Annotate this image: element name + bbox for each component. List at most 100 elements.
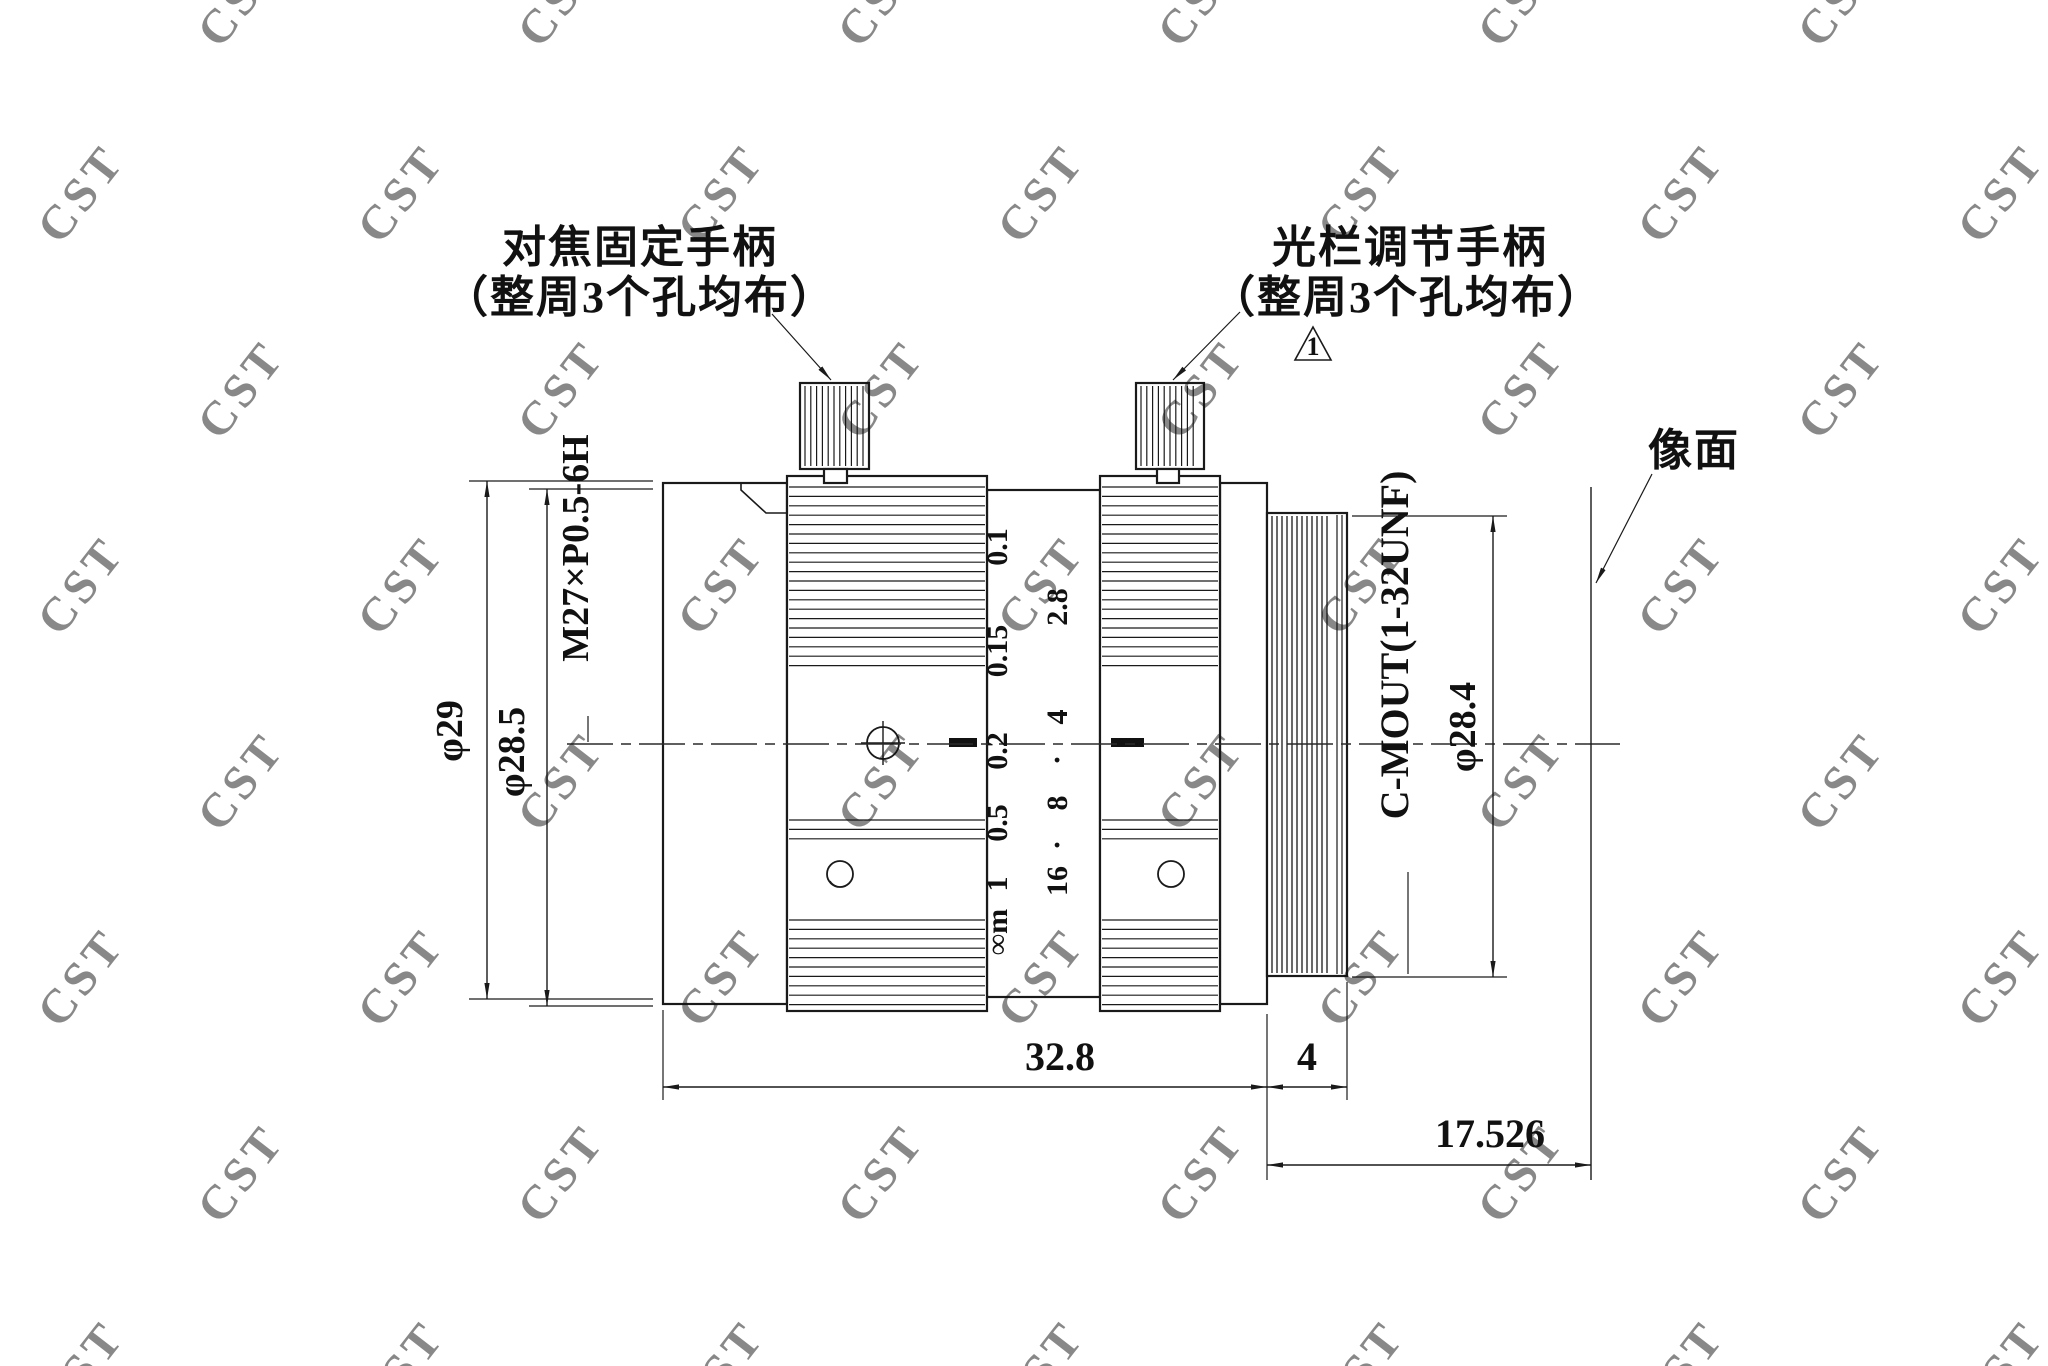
aperture-knob-stem: [1155, 467, 1181, 485]
callout-front-thread: M27×P0.5-6H: [555, 434, 597, 742]
image-plane-label: 像面: [1595, 426, 1740, 584]
watermark-text: CST: [1467, 331, 1575, 449]
body-length-text: 32.8: [1025, 1034, 1095, 1079]
aperture-scale-0: 2.8: [1041, 588, 1074, 626]
aperture-handle-label-line1: 光栏调节手柄: [1272, 223, 1548, 272]
focus-handle-label-line1: 对焦固定手柄: [502, 223, 778, 272]
focus-handle-label: 对焦固定手柄 （整周3个孔均布）: [444, 223, 836, 381]
dim-body-length: 32.8: [662, 982, 1348, 1180]
watermark-text: CST: [1627, 135, 1735, 253]
aperture-knob-knurl: [1140, 386, 1194, 466]
dim-flange-distance: 17.526: [1267, 1111, 1591, 1168]
watermark-text: CST: [1307, 1311, 1415, 1366]
dim-front-diameter: φ28.5: [491, 488, 653, 1007]
aperture-adjust-knob: [1134, 381, 1206, 485]
aperture-handle-label-line2: （整周3个孔均布）: [1211, 273, 1603, 322]
front-dia-text: φ28.5: [491, 707, 533, 797]
watermark-text: CST: [187, 0, 295, 57]
revision-triangle: 1: [1293, 325, 1333, 361]
front-thread-text: M27×P0.5-6H: [555, 434, 597, 661]
aperture-handle-label: 光栏调节手柄 （整周3个孔均布）: [1172, 223, 1603, 381]
dim-thread-length: 4: [1267, 1034, 1347, 1090]
flange-distance-text: 17.526: [1435, 1111, 1545, 1156]
aperture-scale: 2.8 4 · 8 · 16: [1041, 588, 1074, 896]
watermark-text: CST: [1467, 0, 1575, 57]
watermark-text: CST: [347, 135, 455, 253]
watermark-text: CST: [1787, 1115, 1895, 1233]
aperture-scale-5: 16: [1041, 866, 1074, 896]
aperture-scale-2: ·: [1041, 755, 1074, 765]
focus-ring-knurl-bottom: [789, 919, 985, 1006]
watermark-text: CST: [507, 0, 615, 57]
watermark-text: CST: [1947, 135, 2048, 253]
focus-ring-knurl-mid: [789, 819, 985, 840]
watermark-text: CST: [27, 919, 135, 1037]
watermark-layer: CST CST CST CST CST CST CST CST CST CST CST CST CST C…: [27, 0, 2048, 1366]
aperture-scale-1: 4: [1041, 710, 1074, 725]
watermark-text: CST: [987, 1311, 1095, 1366]
watermark-text: CST: [27, 135, 135, 253]
outer-dia-text: φ29: [429, 700, 471, 762]
image-plane-leader: [1595, 473, 1653, 584]
focus-ring-knurl-top: [789, 486, 985, 667]
watermark-text: CST: [1947, 527, 2048, 645]
aperture-index-mark: [1111, 738, 1144, 747]
watermark-text: CST: [347, 919, 455, 1037]
image-plane-text: 像面: [1648, 426, 1740, 475]
watermark-text: CST: [667, 1311, 775, 1366]
focus-handle-leader: [771, 313, 832, 381]
aperture-scale-3: 8: [1041, 796, 1074, 811]
watermark-text: CST: [1627, 527, 1735, 645]
thread-length-text: 4: [1297, 1034, 1317, 1079]
focus-knob-knurl: [804, 386, 864, 466]
watermark-text: CST: [347, 527, 455, 645]
focus-distance-scale: 0.1 0.15 0.2 0.5 1 ∞m: [981, 528, 1014, 955]
focus-handle-hole-shade: [829, 880, 847, 888]
callout-mount-thread: C-MOUT(1-32UNF): [1372, 471, 1417, 974]
mount-dia-text: φ28.4: [1442, 682, 1484, 772]
revision-triangle-icon: [1293, 325, 1333, 361]
focus-scale-0: 0.1: [981, 528, 1014, 566]
focus-handle-label-line2: （整周3个孔均布）: [444, 273, 836, 322]
watermark-text: CST: [827, 0, 935, 57]
aperture-scale-4: ·: [1041, 840, 1074, 850]
focus-scale-5: ∞m: [981, 909, 1014, 955]
watermark-text: CST: [27, 527, 135, 645]
watermark-text: CST: [1147, 1115, 1255, 1233]
aperture-ring-knurl-bottom: [1102, 919, 1218, 1006]
aperture-ring-knurl-mid: [1102, 819, 1218, 840]
watermark-text: CST: [1947, 1311, 2048, 1366]
watermark-text: CST: [1787, 331, 1895, 449]
aperture-handle-hole: [1157, 860, 1185, 888]
watermark-text: CST: [187, 1115, 295, 1233]
watermark-text: CST: [1787, 723, 1895, 841]
dim-outer-diameter: φ29: [429, 480, 653, 1000]
focus-index-mark: [949, 738, 977, 747]
focus-scale-2: 0.2: [981, 732, 1014, 770]
focus-scale-3: 0.5: [981, 804, 1014, 842]
focus-scale-1: 0.15: [981, 625, 1014, 678]
focus-set-screw-icon: [861, 721, 905, 765]
focus-lock-knob: [798, 381, 871, 485]
watermark-text: CST: [1147, 0, 1255, 57]
dim-mount-diameter: φ28.4: [1352, 515, 1507, 978]
watermark-text: CST: [507, 331, 615, 449]
watermark-text: CST: [187, 723, 295, 841]
watermark-text: CST: [27, 1311, 135, 1366]
focus-knob-stem: [822, 467, 849, 485]
mount-thread-text: C-MOUT(1-32UNF): [1372, 471, 1417, 820]
watermark-text: CST: [1787, 0, 1895, 57]
revision-number-text: 1: [1307, 332, 1320, 361]
watermark-text: CST: [1627, 1311, 1735, 1366]
watermark-text: CST: [1627, 919, 1735, 1037]
front-barrel-chamfer: [740, 484, 787, 514]
watermark-text: CST: [987, 135, 1095, 253]
watermark-text: CST: [507, 1115, 615, 1233]
watermark-text: CST: [187, 331, 295, 449]
focus-scale-4: 1: [981, 877, 1014, 892]
watermark-text: CST: [827, 1115, 935, 1233]
watermark-text: CST: [1947, 919, 2048, 1037]
watermark-text: CST: [347, 1311, 455, 1366]
